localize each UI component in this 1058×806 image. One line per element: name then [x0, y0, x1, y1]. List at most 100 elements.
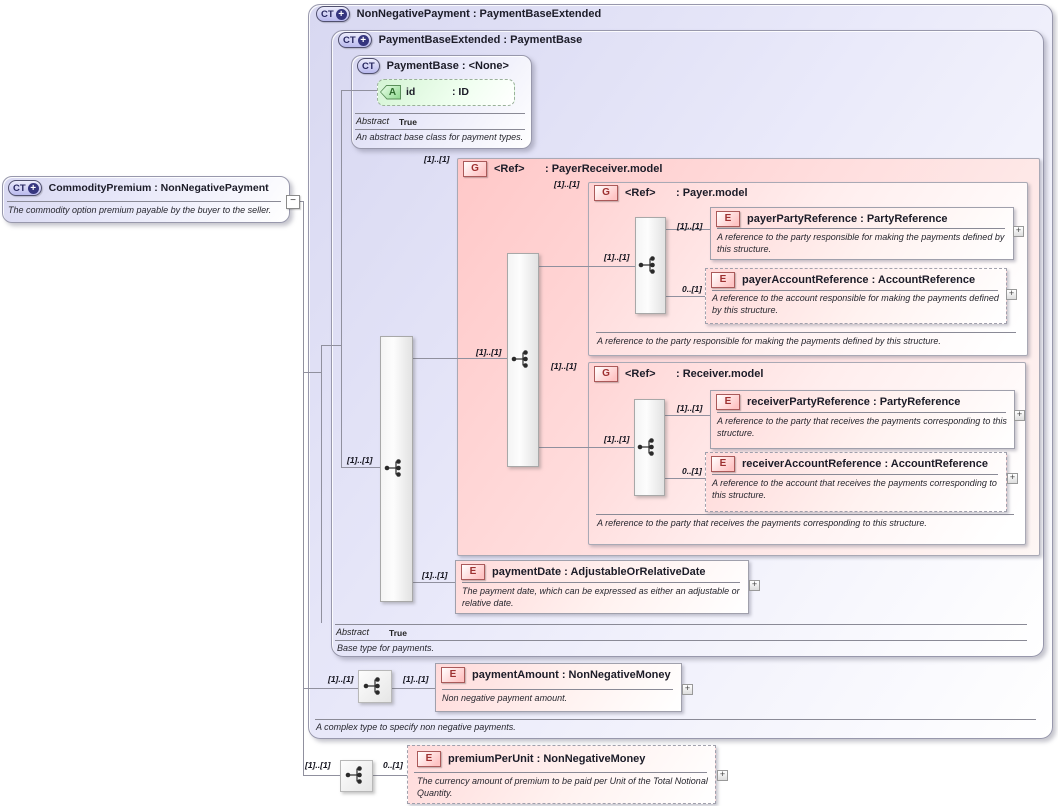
ct-icon-label: CT: [13, 182, 26, 194]
payerpartyreference-annotation: A reference to the party responsible for…: [717, 232, 1005, 254]
element-box-receiverpartyreference: [710, 390, 1015, 449]
cardinality-label: [1]..[1]: [403, 674, 429, 684]
complextype-icon: CT: [357, 58, 380, 74]
cardinality-label: 0..[1]: [682, 284, 702, 294]
payerpartyreference-header: E payerPartyReference : PartyReference: [716, 211, 948, 227]
plus-badge-icon: +: [357, 34, 369, 46]
nonnegativepayment-title: NonNegativePayment : PaymentBaseExtended: [356, 8, 602, 20]
connector-line: [303, 372, 321, 373]
commoditypremium-title: CommodityPremium : NonNegativePayment: [48, 182, 269, 194]
connector-line: [411, 358, 507, 359]
connector-line: [341, 90, 377, 91]
element-box-payerpartyreference: [710, 207, 1014, 260]
paymentdate-annotation: The payment date, which can be expressed…: [462, 586, 740, 608]
premiumperunit-annotation: The currency amount of premium to be pai…: [417, 776, 708, 798]
commoditypremium-annotation: The commodity option premium payable by …: [8, 205, 272, 215]
cardinality-label: [1]..[1]: [604, 434, 630, 444]
sequence-glyph-icon: [345, 766, 362, 784]
expand-button-receiverpartyreference[interactable]: +: [1014, 410, 1025, 421]
divider: [335, 624, 1027, 625]
expand-button-receiveraccountreference[interactable]: +: [1007, 473, 1018, 484]
cardinality-label: [1]..[1]: [551, 361, 577, 371]
divider: [335, 640, 1027, 641]
abstract-label: Abstract: [356, 116, 390, 126]
ct-icon-label: CT: [362, 60, 375, 72]
divider: [7, 201, 281, 202]
collapse-button[interactable]: −: [286, 195, 300, 209]
expand-button-paymentdate[interactable]: +: [749, 580, 760, 591]
connector-line: [303, 201, 304, 775]
receiver-annotation: A reference to the party that receives t…: [597, 518, 927, 528]
expand-button-payeraccountreference[interactable]: +: [1006, 289, 1017, 300]
connector-line: [664, 229, 710, 230]
divider: [712, 474, 998, 475]
cardinality-label: [1]..[1]: [424, 154, 450, 164]
receiverpartyreference-header: E receiverPartyReference : PartyReferenc…: [716, 394, 960, 410]
receiver-type: : Receiver.model: [676, 368, 764, 380]
cardinality-label: [1]..[1]: [677, 221, 703, 231]
cardinality-label: [1]..[1]: [422, 570, 448, 580]
cardinality-label: 0..[1]: [682, 466, 702, 476]
payerreceiver-ref: <Ref>: [494, 163, 525, 175]
expand-button-premiumperunit[interactable]: +: [717, 770, 728, 781]
paymentamount-title: paymentAmount : NonNegativeMoney: [472, 669, 671, 681]
abstract-label: Abstract: [336, 627, 370, 637]
receiverpartyreference-annotation: A reference to the party that receives t…: [717, 416, 1007, 438]
paymentdate-title: paymentDate : AdjustableOrRelativeDate: [492, 566, 706, 578]
commoditypremium-header: CT+ CommodityPremium : NonNegativePaymen…: [8, 180, 269, 196]
paymentbase-header: CT PaymentBase : <None>: [357, 58, 509, 74]
receiveraccountreference-title: receiverAccountReference : AccountRefere…: [742, 458, 988, 470]
abstract-value: True: [399, 117, 417, 127]
sequence-glyph-icon: [638, 256, 655, 274]
cardinality-label: [1]..[1]: [328, 674, 354, 684]
divider: [712, 290, 998, 291]
connector-line: [411, 582, 455, 583]
divider: [414, 772, 707, 773]
payerreceiver-header: G <Ref> : PayerReceiver.model: [463, 161, 662, 177]
plus-badge-icon: +: [27, 182, 39, 194]
element-icon: E: [716, 211, 740, 227]
sequence-glyph-icon: [511, 350, 528, 368]
element-icon: E: [711, 272, 735, 288]
group-icon: G: [594, 185, 618, 201]
payeraccountreference-title: payerAccountReference : AccountReference: [742, 274, 976, 286]
receiveraccountreference-header: E receiverAccountReference : AccountRefe…: [711, 456, 988, 472]
nonnegativepayment-header: CT+ NonNegativePayment : PaymentBaseExte…: [316, 6, 601, 22]
connector-line: [537, 266, 635, 267]
expand-button-paymentamount[interactable]: +: [682, 684, 693, 695]
attribute-icon: A: [380, 84, 401, 100]
connector-line: [303, 775, 340, 776]
element-icon: E: [711, 456, 735, 472]
element-icon: E: [716, 394, 740, 410]
group-icon: G: [594, 366, 618, 382]
expand-button-payerpartyreference[interactable]: +: [1013, 226, 1024, 237]
divider: [315, 719, 1036, 720]
cardinality-label: [1]..[1]: [347, 455, 373, 465]
divider: [462, 582, 740, 583]
payerpartyreference-title: payerPartyReference : PartyReference: [747, 213, 948, 225]
connector-line: [663, 415, 710, 416]
divider: [442, 689, 673, 690]
premiumperunit-title: premiumPerUnit : NonNegativeMoney: [448, 753, 646, 765]
element-box-premiumperunit: [407, 745, 716, 804]
element-icon: E: [441, 667, 465, 683]
payerreceiver-type: : PayerReceiver.model: [545, 163, 663, 175]
divider: [596, 514, 1014, 515]
divider: [355, 129, 525, 130]
element-box-paymentamount: [435, 663, 682, 712]
premiumperunit-header: E premiumPerUnit : NonNegativeMoney: [417, 751, 645, 767]
connector-line: [663, 478, 705, 479]
ct-icon-label: CT: [321, 8, 334, 20]
attribute-id-type: : ID: [452, 86, 469, 98]
payer-annotation: A reference to the party responsible for…: [597, 336, 941, 346]
cardinality-label: [1]..[1]: [305, 760, 331, 770]
sequence-glyph-icon: [637, 438, 654, 456]
cardinality-label: [1]..[1]: [677, 403, 703, 413]
ct-icon-label: CT: [343, 34, 356, 46]
divider: [717, 412, 1006, 413]
connector-line: [341, 90, 342, 467]
receiveraccountreference-annotation: A reference to the account that receives…: [712, 478, 997, 500]
paymentamount-annotation: Non negative payment amount.: [442, 693, 568, 703]
payer-type: : Payer.model: [676, 187, 748, 199]
